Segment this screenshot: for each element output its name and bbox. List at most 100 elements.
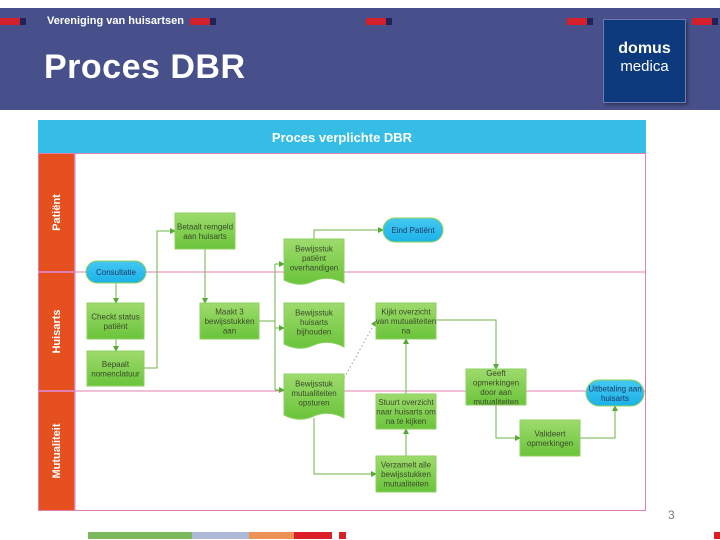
node-label: Bepaalt [102, 360, 130, 369]
flow-connector [313, 227, 384, 239]
node-label: mutualiteiten [473, 397, 518, 406]
process-shape [86, 350, 145, 387]
node-label: aan [223, 327, 236, 336]
node-label: Checkt status [91, 312, 139, 321]
terminator-shape [85, 260, 147, 284]
node-label: Bewijsstuk [295, 245, 334, 254]
flow-connector [144, 228, 176, 369]
process-shape [86, 302, 145, 340]
node-label: mutualiteiten [291, 389, 336, 398]
page-number: 3 [668, 508, 675, 522]
terminator-shape [585, 379, 645, 407]
node-label: Stuurt overzicht [378, 398, 434, 407]
decorative-bar [366, 18, 392, 25]
node-label: door aan [480, 388, 512, 397]
node-label: van mutualiteiten [376, 317, 436, 326]
node-label: patiënt [302, 254, 327, 263]
process-shape [199, 302, 260, 340]
node-label: mutualiteiten [383, 480, 428, 489]
lane-label-patient: Patiënt [51, 194, 63, 231]
process-shape [375, 455, 437, 493]
diagram-title-bar [38, 120, 646, 153]
node-eind-patient: Eind Patiënt [382, 217, 444, 243]
diagram-title: Proces verplichte DBR [272, 130, 413, 145]
domus-medica-logo: domus medica [603, 19, 686, 103]
node-label: Consultatie [96, 268, 137, 277]
decorative-bar [567, 18, 593, 25]
logo-line-1: domus [618, 40, 671, 57]
footer-bar-green [88, 532, 192, 539]
node-label: Eind Patiënt [391, 226, 435, 235]
node-label: huisarts [601, 394, 629, 403]
slide-header: Vereniging van huisartsen Proces DBR dom… [0, 8, 720, 110]
node-label: opmerkingen [527, 439, 573, 448]
footer-bar-orange [249, 532, 294, 539]
lane-header-patient [38, 153, 75, 272]
node-label: aan huisarts [183, 232, 227, 241]
footer-bar-red [294, 532, 332, 539]
decorative-bar [190, 18, 216, 25]
node-label: na [402, 327, 411, 336]
diagram-canvas: Proces verplichte DBR PatiëntHuisartsMut… [38, 120, 646, 511]
node-label: Bewijsstuk [295, 380, 334, 389]
node-label: overhandigen [290, 264, 338, 273]
node-label: bewijsstukken [205, 317, 255, 326]
process-shape [519, 419, 581, 457]
lane-label-huisarts: Huisarts [51, 309, 63, 353]
logo-line-2: medica [620, 58, 669, 75]
node-label: Betaalt remgeld [177, 222, 233, 231]
node-label: Valideert [535, 429, 567, 438]
flow-connector [436, 319, 499, 370]
document-shape [283, 373, 345, 420]
node-consultatie: Consultatie [85, 260, 147, 284]
process-shape [375, 393, 437, 430]
terminator-shape [382, 217, 444, 243]
node-label: bijhouden [297, 328, 332, 337]
node-label: Bewijsstuk [295, 309, 334, 318]
node-label: Geeft [486, 369, 506, 378]
document-shape [283, 238, 345, 285]
footer-bar-red-small [339, 532, 346, 539]
node-label: bewijsstukken [381, 470, 431, 479]
process-shape [174, 212, 236, 250]
footer-bar-lavender [192, 532, 249, 539]
lane-label-mutualiteit: Mutualiteit [51, 423, 63, 478]
node-label: Verzamelt alle [381, 461, 432, 470]
node-label: Kijkt overzicht [381, 308, 431, 317]
flow-connector [580, 405, 618, 439]
process-shape [465, 368, 527, 406]
node-label: naar huisarts om [376, 408, 436, 417]
lane-header-mutualiteit [38, 391, 75, 511]
node-label: nomenclatuur [91, 369, 140, 378]
node-label: opsturen [298, 399, 329, 408]
flow-connector [313, 418, 377, 477]
node-label: Uitbetaling aan [588, 384, 641, 393]
footer-bar-red-edge [714, 532, 720, 539]
lane-header-huisarts [38, 272, 75, 391]
document-shape [283, 302, 345, 349]
node-label: huisarts [300, 318, 328, 327]
organization-name: Vereniging van huisartsen [47, 15, 184, 27]
node-label: opmerkingen [473, 378, 519, 387]
process-shape [375, 302, 437, 340]
node-label: na te kijken [386, 417, 426, 426]
decorative-bar [0, 18, 26, 25]
node-label: Maakt 3 [215, 308, 244, 317]
decorative-bar [692, 18, 718, 25]
slide-title: Proces DBR [44, 48, 246, 86]
flow-connector [495, 405, 521, 441]
dotted-connector [343, 320, 377, 379]
